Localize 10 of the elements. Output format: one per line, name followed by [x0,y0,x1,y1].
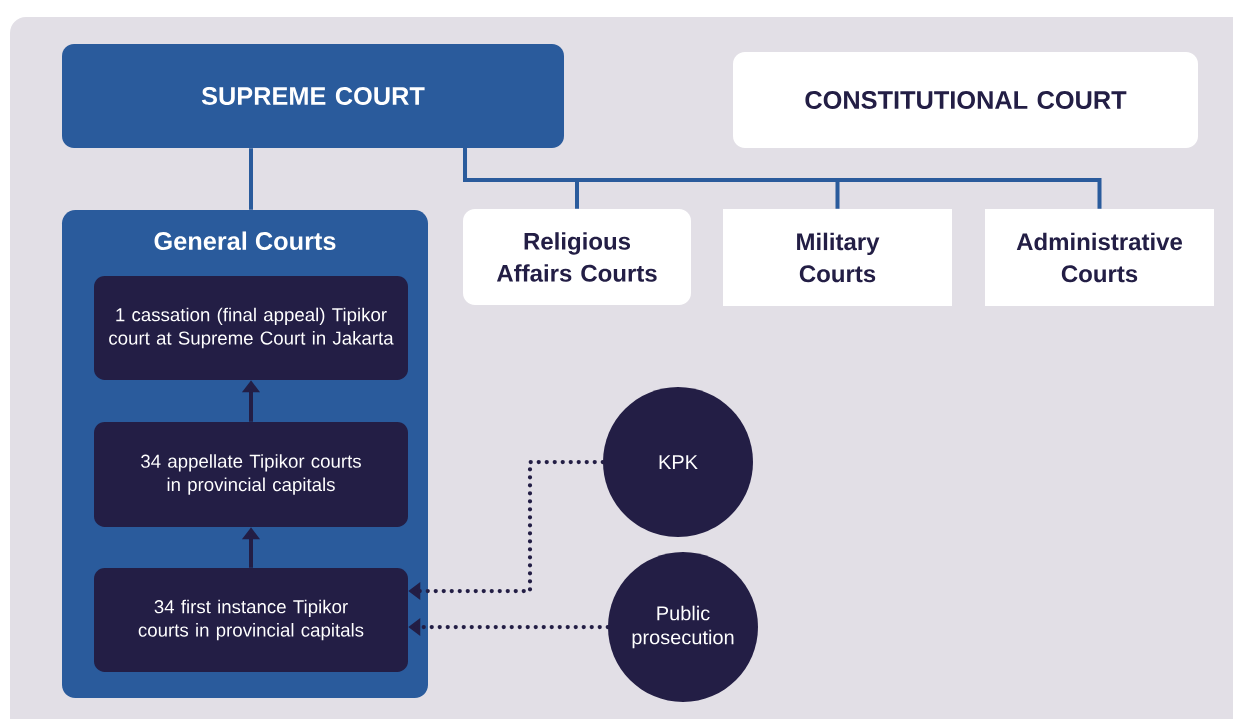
court-box: Religious Affairs Courts [463,209,691,305]
court-box: SUPREME COURT [62,44,564,148]
court-box: 34 first instance Tipikor courts in provincial capitals [94,568,408,672]
connector-line [249,148,253,210]
court-box: Military Courts [723,209,952,306]
court-box: 34 appellate Tipikor courts in provincial capitals [94,422,408,527]
court-box: 1 cassation (final appeal) Tipikor court at Supreme Court in Jakarta [94,276,408,380]
court-box: CONSTITUTIONAL COURT [733,52,1198,148]
connector-line [463,148,1102,209]
court-box: Administrative Courts [985,209,1214,306]
